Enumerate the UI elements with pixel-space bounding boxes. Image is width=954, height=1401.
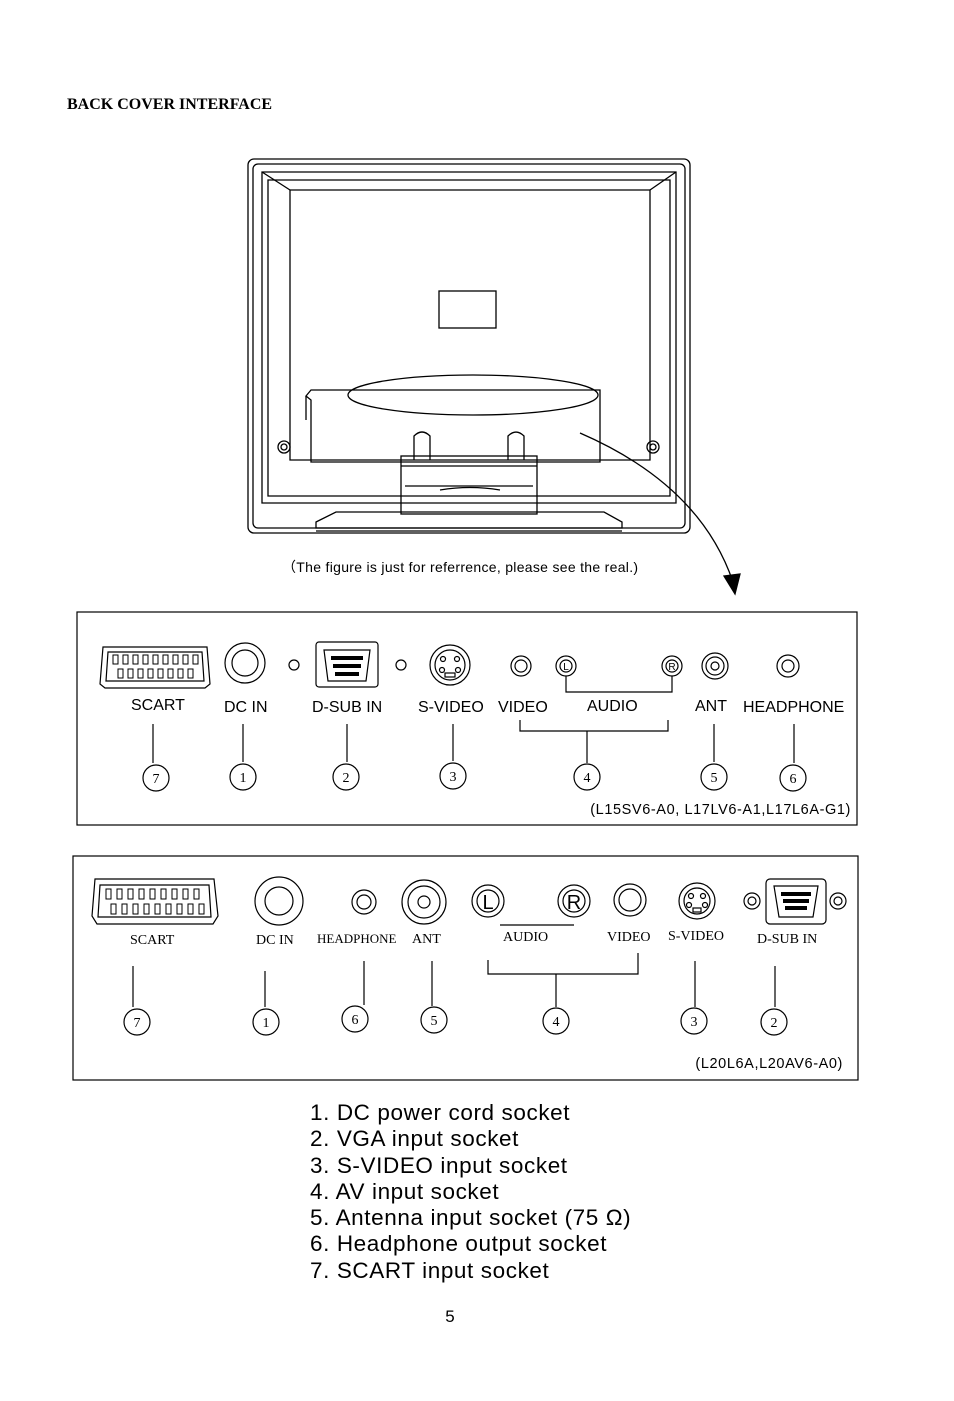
model-list-2: (L20L6A,L20AV6-A0) [695, 1056, 843, 1072]
s-video-socket-icon [429, 644, 471, 686]
callout-number: 6 [790, 772, 797, 787]
legend-item: 2. VGA input socket [310, 1126, 520, 1152]
video-label: VIDEO [498, 699, 548, 716]
video-socket-icon [613, 883, 647, 917]
d-sub-label: D-SUB IN [757, 932, 817, 947]
callout-number: 1 [263, 1016, 270, 1031]
video-socket-icon [510, 655, 532, 677]
label-plate [438, 290, 497, 329]
legend-item: 5. Antenna input socket (75 Ω) [310, 1205, 632, 1231]
headphone-socket-icon [776, 654, 800, 678]
legend-item: 1. DC power cord socket [310, 1100, 571, 1125]
scart-label: SCART [131, 697, 185, 714]
callout-number: 5 [431, 1014, 438, 1029]
headphone-socket-icon [351, 889, 377, 915]
connector-panel-1: L R SCART DC IN D-SUB IN S-VIDEO VIDEO A… [76, 611, 858, 826]
callout-number: 3 [450, 770, 457, 785]
screw-icon [395, 659, 407, 671]
dc-in-label: DC IN [224, 699, 268, 716]
s-video-label: S-VIDEO [418, 699, 484, 716]
legend-item: 3. S-VIDEO input socket [310, 1152, 568, 1178]
audio-r-marker: R [668, 662, 675, 673]
audio-label: AUDIO [587, 698, 638, 715]
callout-number: 7 [153, 772, 160, 787]
screw-icon [288, 659, 300, 671]
scart-socket-icon [91, 878, 219, 925]
callout-number: 3 [691, 1015, 698, 1030]
headphone-label: HEADPHONE [743, 699, 844, 716]
connector-area-highlight [347, 374, 599, 416]
dc-in-socket-icon [254, 876, 304, 926]
audio-r-marker: R [567, 892, 581, 914]
d-sub-label: D-SUB IN [312, 699, 382, 716]
video-label: VIDEO [607, 930, 651, 945]
dc-in-label: DC IN [256, 933, 294, 948]
audio-r-socket-icon [557, 884, 591, 918]
callout-number: 6 [352, 1013, 359, 1028]
legend-item: 7. SCART input socket [310, 1257, 550, 1283]
dc-in-socket-icon [224, 642, 266, 684]
screw-icon [829, 892, 847, 910]
callout-number: 7 [134, 1016, 141, 1031]
audio-l-marker: L [563, 662, 569, 673]
d-sub-socket-icon [315, 641, 379, 688]
legend-item: 4. AV input socket [310, 1178, 500, 1204]
page-number: 5 [445, 1307, 455, 1326]
scart-socket-icon [99, 646, 211, 689]
audio-l-marker: L [482, 892, 493, 914]
screw-icon [743, 892, 761, 910]
antenna-socket-icon [701, 652, 729, 680]
d-sub-socket-icon [765, 878, 827, 925]
antenna-socket-icon [401, 879, 447, 925]
connector-panel-2: L R SCART DC [72, 855, 859, 1081]
legend-item: 6. Headphone output socket [310, 1231, 608, 1257]
headphone-label: HEADPHONE [317, 931, 397, 946]
model-list-1: (L15SV6-A0, L17LV6-A1,L17L6A-G1) [590, 802, 851, 818]
callout-number: 2 [771, 1016, 778, 1031]
callout-number: 2 [343, 771, 350, 786]
callout-number: 4 [553, 1015, 560, 1030]
figure-caption: （The figure is just for referrence, plea… [282, 559, 639, 575]
audio-label: AUDIO [503, 930, 548, 945]
ant-label: ANT [412, 932, 441, 947]
ant-label: ANT [695, 698, 727, 715]
callout-number: 1 [240, 771, 247, 786]
audio-l-socket-icon [471, 884, 505, 918]
callout-number: 5 [711, 771, 718, 786]
socket-legend: 1. DC power cord socket 2. VGA input soc… [310, 1100, 631, 1284]
section-heading: BACK COVER INTERFACE [67, 96, 273, 113]
s-video-label: S-VIDEO [668, 929, 724, 944]
scart-label: SCART [130, 933, 175, 948]
tv-back-illustration [247, 158, 741, 596]
s-video-socket-icon [678, 882, 716, 920]
callout-number: 4 [584, 771, 591, 786]
